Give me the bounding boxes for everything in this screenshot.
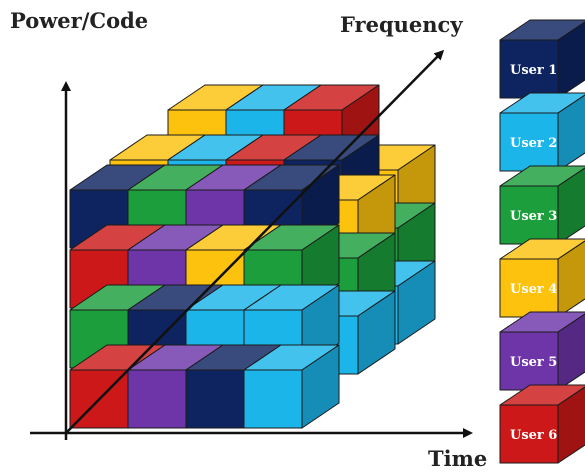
legend-user-3: User 3 — [499, 165, 585, 245]
legend-user-label: User 3 — [510, 209, 557, 224]
legend-cube-front — [499, 404, 559, 464]
legend-user-label: User 1 — [510, 63, 557, 78]
legend-user-label: User 2 — [510, 136, 557, 151]
cube-front-face — [243, 369, 303, 429]
legend-user-label: User 5 — [510, 355, 557, 370]
legend-user-label: User 4 — [510, 282, 557, 297]
legend-user-6: User 6 — [499, 384, 585, 464]
user-legend: User 1 User 2 User 3 User 4 User 5 User 6 — [499, 19, 585, 464]
cube-front-face — [127, 369, 187, 429]
cube-front-face — [185, 369, 245, 429]
legend-user-label: User 6 — [510, 428, 557, 443]
legend-user-4: User 4 — [499, 238, 585, 318]
frequency-axis — [65, 49, 445, 434]
legend-user-2: User 2 — [499, 92, 585, 172]
cube-grid — [69, 84, 436, 429]
frequency-label: Frequency — [340, 12, 463, 37]
legend-user-5: User 5 — [499, 311, 585, 391]
power-code-label: Power/Code — [10, 8, 148, 33]
cube-front — [243, 344, 340, 429]
legend-user-1: User 1 — [499, 19, 585, 99]
time-label: Time — [428, 446, 487, 471]
